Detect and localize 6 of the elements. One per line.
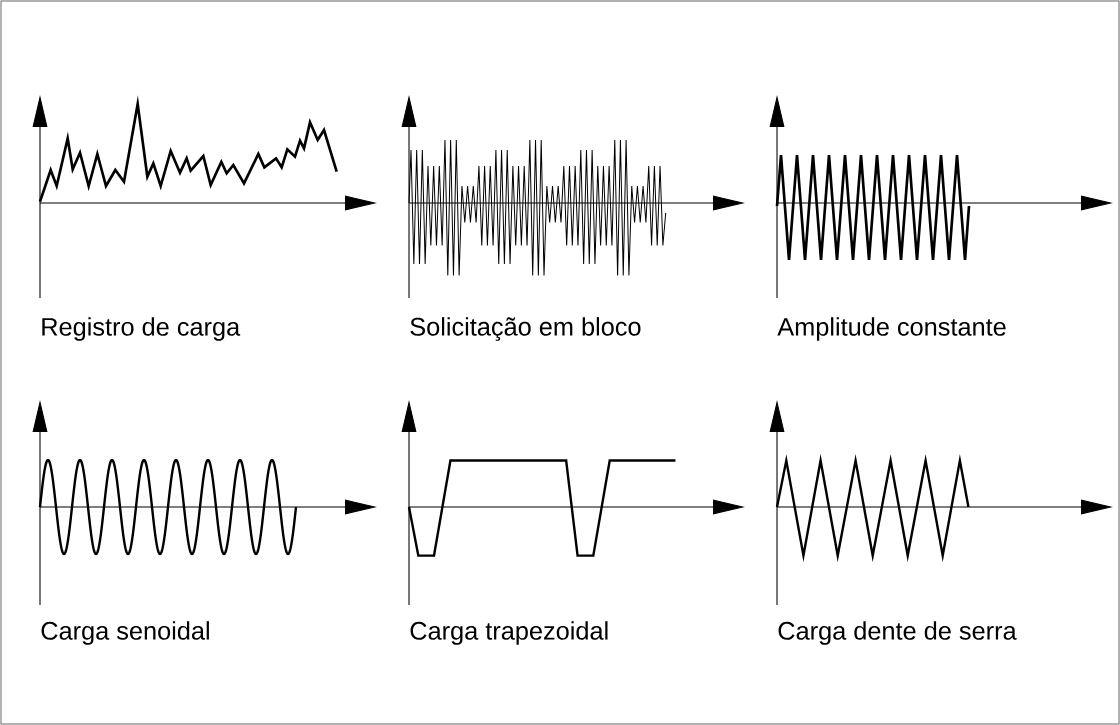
graph-caption: Solicitação em bloco [410,317,641,341]
graph-caption: Carga dente de serra [778,621,1017,645]
graph-caption: Amplitude constante [777,317,1006,341]
graph-caption: Carga senoidal [41,621,209,645]
graph-caption: Carga trapezoidal [410,621,608,645]
graph-caption: Registro de carga [42,317,241,341]
